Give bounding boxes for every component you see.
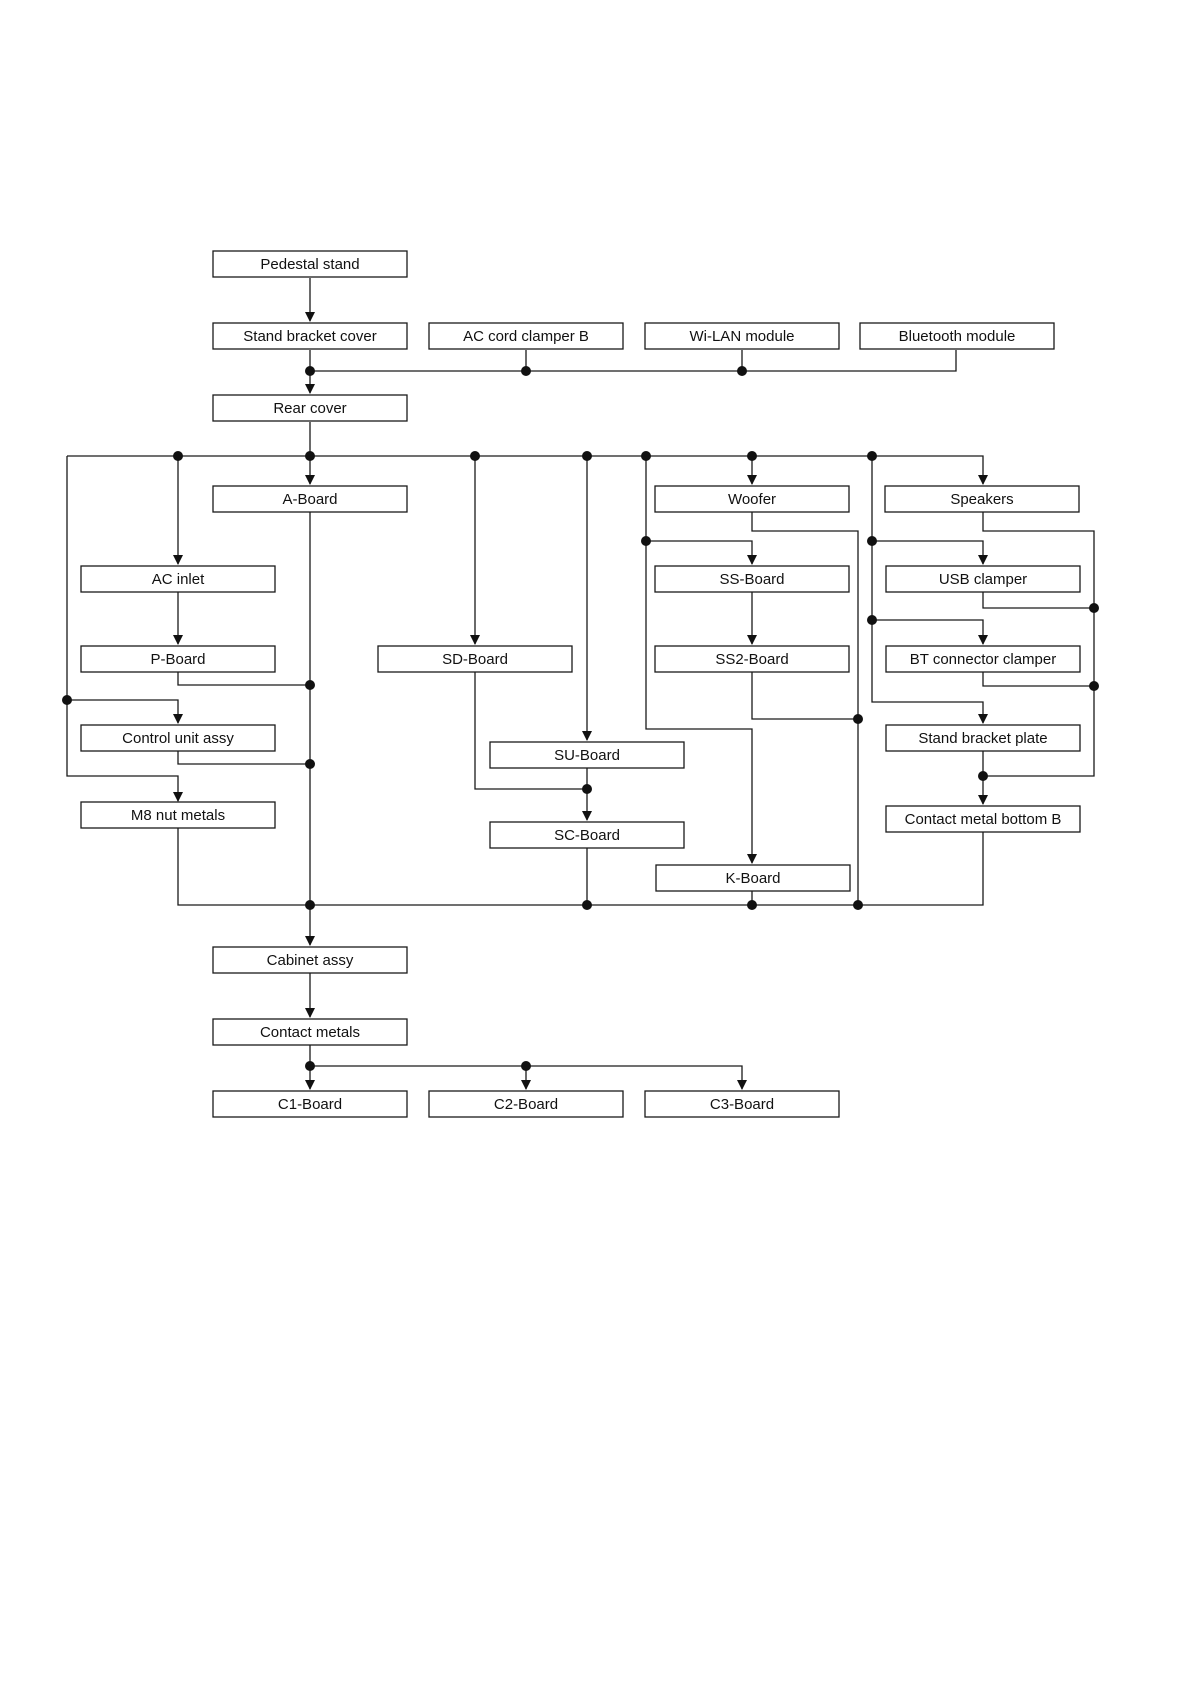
node-ss-board: SS-Board [654,565,850,593]
node-ac-cord-clamper-b: AC cord clamper B [428,322,624,350]
junction-dots [62,366,1099,1071]
node-k-board: K-Board [655,864,851,892]
svg-text:Stand bracket cover: Stand bracket cover [243,328,376,345]
node-pedestal-stand: Pedestal stand [212,250,408,278]
svg-text:Wi-LAN module: Wi-LAN module [689,328,794,345]
node-sc-board: SC-Board [489,821,685,849]
node-a-board: A-Board [212,485,408,513]
svg-text:SD-Board: SD-Board [442,651,508,668]
node-c1-board: C1-Board [212,1090,408,1118]
svg-text:Pedestal stand: Pedestal stand [260,256,359,273]
svg-text:Contact metal bottom B: Contact metal bottom B [905,811,1062,828]
node-rear-cover: Rear cover [212,394,408,422]
svg-text:SC-Board: SC-Board [554,827,620,844]
svg-text:A-Board: A-Board [282,491,337,508]
svg-text:Control unit assy: Control unit assy [122,730,234,747]
node-ss2-board: SS2-Board [654,645,850,673]
node-stand-bracket-cover: Stand bracket cover [212,322,408,350]
node-ac-inlet: AC inlet [80,565,276,593]
node-wi-lan-module: Wi-LAN module [644,322,840,350]
node-woofer: Woofer [654,485,850,513]
node-su-board: SU-Board [489,741,685,769]
node-bt-connector-clamper: BT connector clamper [885,645,1081,673]
node-c3-board: C3-Board [644,1090,840,1118]
svg-text:Woofer: Woofer [728,491,776,508]
svg-text:AC cord clamper B: AC cord clamper B [463,328,589,345]
svg-text:C1-Board: C1-Board [278,1096,342,1113]
node-sd-board: SD-Board [377,645,573,673]
svg-text:M8 nut metals: M8 nut metals [131,807,225,824]
svg-text:SU-Board: SU-Board [554,747,620,764]
svg-text:C2-Board: C2-Board [494,1096,558,1113]
node-usb-clamper: USB clamper [885,565,1081,593]
node-stand-bracket-plate: Stand bracket plate [885,724,1081,752]
svg-text:P-Board: P-Board [150,651,205,668]
svg-text:SS-Board: SS-Board [719,571,784,588]
svg-text:AC inlet: AC inlet [152,571,205,588]
svg-text:SS2-Board: SS2-Board [715,651,788,668]
svg-text:C3-Board: C3-Board [710,1096,774,1113]
node-contact-metal-bottom-b: Contact metal bottom B [885,805,1081,833]
node-bluetooth-module: Bluetooth module [859,322,1055,350]
node-control-unit-assy: Control unit assy [80,724,276,752]
node-cabinet-assy: Cabinet assy [212,946,408,974]
node-p-board: P-Board [80,645,276,673]
svg-text:Contact metals: Contact metals [260,1024,360,1041]
svg-text:USB clamper: USB clamper [939,571,1027,588]
node-speakers: Speakers [884,485,1080,513]
svg-text:Rear cover: Rear cover [273,400,346,417]
node-c2-board: C2-Board [428,1090,624,1118]
svg-text:Cabinet assy: Cabinet assy [267,952,354,969]
svg-text:Speakers: Speakers [950,491,1013,508]
node-contact-metals: Contact metals [212,1018,408,1046]
svg-text:Bluetooth module: Bluetooth module [899,328,1016,345]
svg-text:K-Board: K-Board [725,870,780,887]
svg-text:BT connector clamper: BT connector clamper [910,651,1056,668]
node-m8-nut-metals: M8 nut metals [80,801,276,829]
svg-text:Stand bracket plate: Stand bracket plate [918,730,1047,747]
